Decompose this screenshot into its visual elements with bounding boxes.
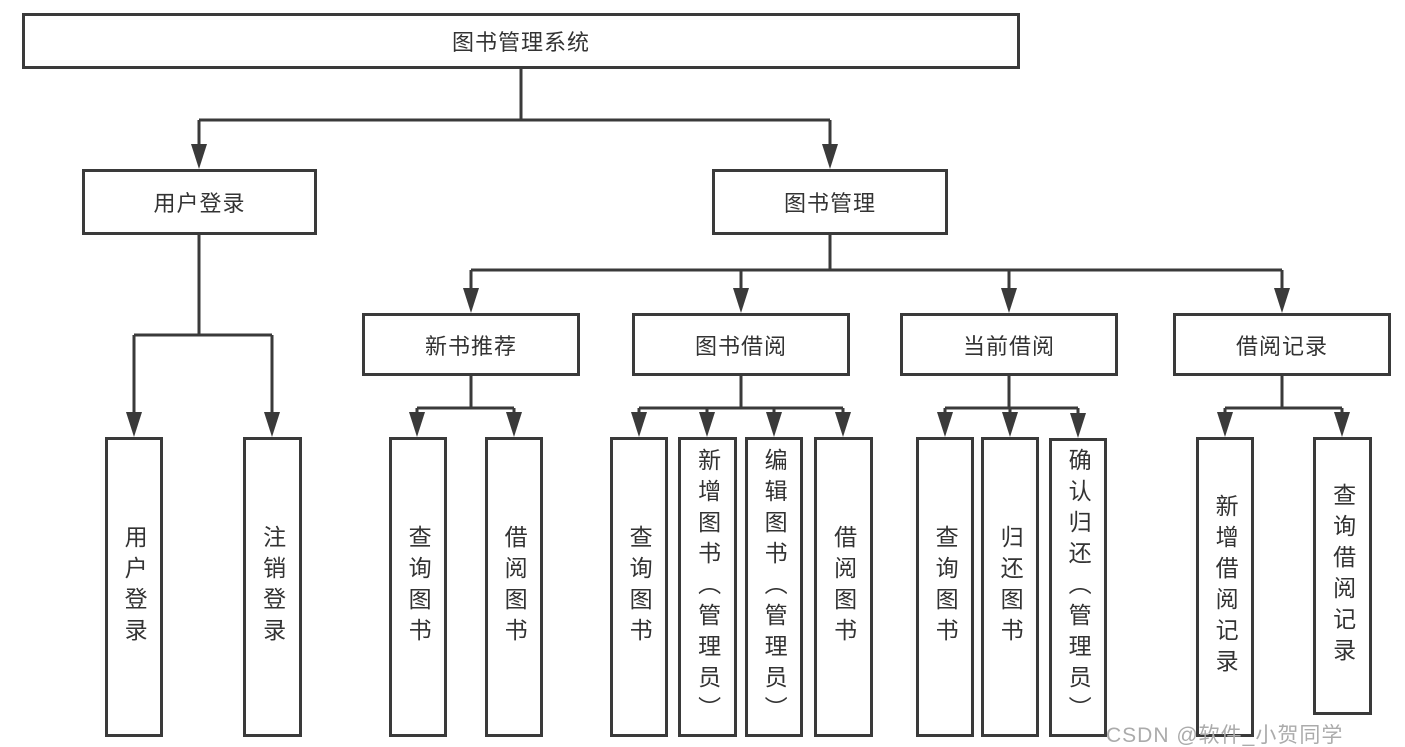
connector-borrow-records-to-leaves (1223, 376, 1344, 416)
node-label: 新增借阅记录 (1212, 494, 1239, 680)
node-label: 借阅图书 (830, 525, 857, 649)
connector-root-to-level2 (197, 69, 832, 147)
arrowheads (126, 144, 1350, 438)
arrow-down-icon (264, 412, 280, 437)
node-label: 新书推荐 (424, 333, 517, 359)
leaf-return-books: 归还图书 (981, 437, 1039, 737)
node-label: 查询借阅记录 (1329, 483, 1356, 669)
node-label: 图书管理 (783, 191, 876, 216)
arrow-down-icon (126, 412, 142, 437)
leaf-query-books-borrow: 查询图书 (610, 437, 668, 737)
arrow-down-icon (1274, 288, 1290, 313)
arrow-down-icon (409, 412, 425, 437)
node-label: 查询图书 (932, 525, 959, 649)
node-label: 注销登录 (259, 525, 286, 649)
leaf-add-borrow-record: 新增借阅记录 (1196, 437, 1254, 737)
node-label: 查询图书 (405, 525, 432, 649)
leaf-query-borrow-record: 查询借阅记录 (1313, 437, 1372, 715)
node-label: 借阅记录 (1235, 333, 1328, 359)
connector-book-management-to-level3 (469, 235, 1284, 290)
node-label: 用户登录 (153, 191, 246, 216)
node-label: 归还图书 (997, 525, 1024, 649)
node-label: 用户登录 (121, 525, 148, 649)
arrow-down-icon (463, 288, 479, 313)
leaf-edit-book-admin: 编辑图书（管理员） (745, 437, 803, 737)
connector-user-login-to-leaves (132, 235, 274, 414)
node-borrow-records: 借阅记录 (1173, 313, 1391, 376)
arrow-down-icon (733, 288, 749, 313)
connector-current-borrow-to-leaves (943, 376, 1080, 416)
node-book-borrow: 图书借阅 (632, 313, 850, 376)
node-book-management: 图书管理 (712, 169, 948, 235)
node-current-borrow: 当前借阅 (900, 313, 1118, 376)
node-label: 确认归还（管理员） (1065, 448, 1092, 727)
leaf-add-book-admin: 新增图书（管理员） (678, 437, 737, 737)
arrow-down-icon (1002, 412, 1018, 437)
leaf-borrow-books-recommend: 借阅图书 (485, 437, 543, 737)
arrow-down-icon (699, 412, 715, 437)
node-label: 图书借阅 (694, 333, 787, 359)
arrow-down-icon (191, 144, 207, 169)
arrow-down-icon (835, 412, 851, 437)
node-label: 新增图书（管理员） (694, 447, 721, 727)
arrow-down-icon (1334, 412, 1350, 437)
node-label: 借阅图书 (501, 525, 528, 649)
leaf-logout: 注销登录 (243, 437, 302, 737)
csdn-watermark: CSDN @软件_小贺同学 (1106, 724, 1344, 747)
node-label: 编辑图书（管理员） (761, 447, 788, 727)
node-user-login: 用户登录 (82, 169, 317, 235)
node-new-book-recommend: 新书推荐 (362, 313, 580, 376)
leaf-query-books-recommend: 查询图书 (389, 437, 447, 737)
arrow-down-icon (1001, 288, 1017, 313)
arrow-down-icon (937, 412, 953, 437)
node-label: 图书管理系统 (451, 30, 590, 55)
leaf-query-books-current: 查询图书 (916, 437, 974, 737)
node-library-management-system: 图书管理系统 (22, 13, 1020, 69)
leaf-borrow-books-borrow: 借阅图书 (814, 437, 873, 737)
node-label: 查询图书 (626, 525, 653, 649)
arrow-down-icon (506, 412, 522, 437)
arrow-down-icon (631, 412, 647, 437)
arrow-down-icon (822, 144, 838, 169)
leaf-user-login: 用户登录 (105, 437, 163, 737)
connector-book-borrow-to-leaves (637, 376, 845, 416)
arrow-down-icon (766, 412, 782, 437)
arrow-down-icon (1070, 413, 1086, 438)
node-label: 当前借阅 (962, 333, 1055, 359)
arrow-down-icon (1217, 412, 1233, 437)
leaf-confirm-return-admin: 确认归还（管理员） (1049, 438, 1107, 737)
connector-new-book-recommend-to-leaves (415, 376, 516, 416)
